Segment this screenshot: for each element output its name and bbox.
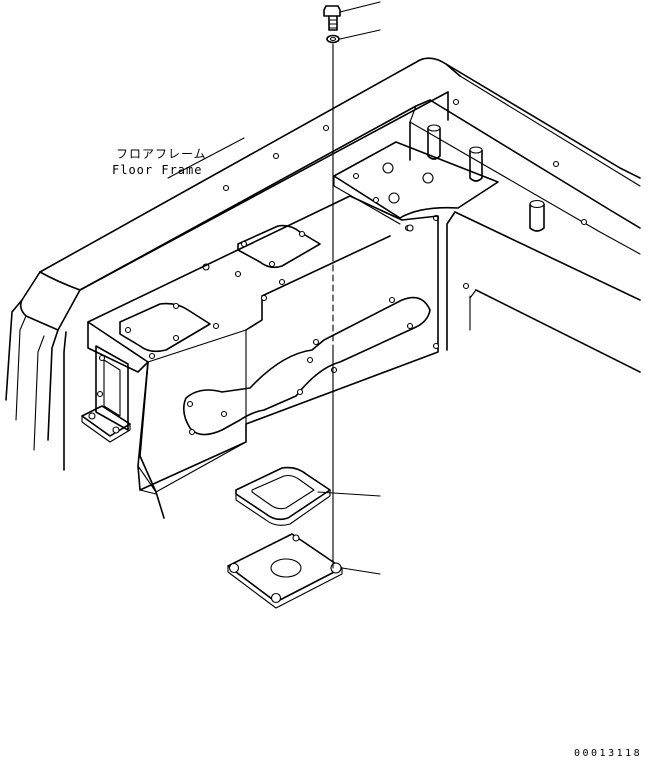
standoff-posts	[427, 124, 545, 232]
leader-lines	[167, 1, 381, 575]
drawing-number: 00013118	[574, 748, 642, 759]
washer	[326, 34, 340, 44]
floor-frame	[5, 57, 641, 471]
gasket	[235, 466, 331, 526]
cover-plate	[227, 533, 343, 609]
bracket-assembly	[81, 141, 499, 519]
floor-frame-label-jp: フロアフレーム	[116, 147, 207, 161]
floor-frame-label-en: Floor Frame	[112, 163, 202, 177]
bolt	[323, 5, 341, 31]
